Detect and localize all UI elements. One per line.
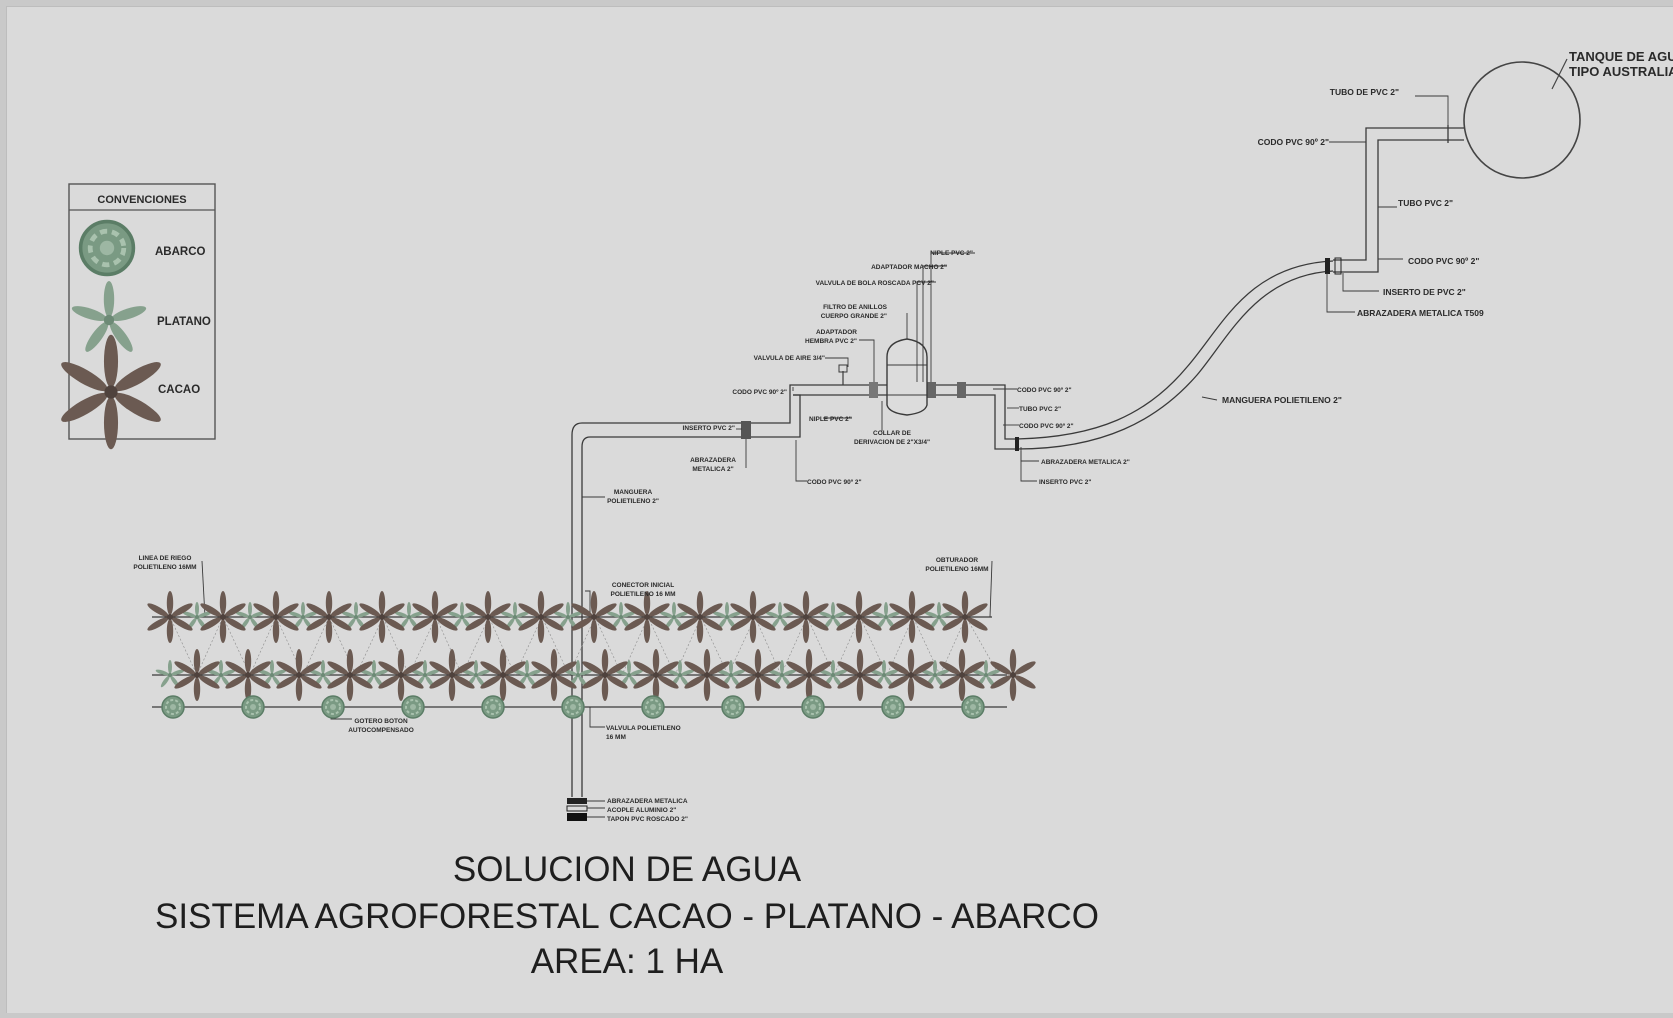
abarco-tree	[801, 695, 825, 719]
fittings	[566, 257, 1342, 821]
title-line-2: SISTEMA AGROFORESTAL CACAO - PLATANO - A…	[155, 897, 1099, 936]
labels: TUBO DE PVC 2" CODO PVC 90º 2" TUBO PVC …	[133, 87, 1484, 823]
legend: CONVENCIONES ABARCO PLATANO CACAO	[57, 183, 216, 450]
leader-lines	[201, 95, 1449, 818]
label-inserto-right-low: INSERTO PVC 2"	[1039, 479, 1091, 486]
label-abrazadera-right: ABRAZADERA METALICA 2"	[1041, 459, 1130, 466]
legend-label-platano: PLATANO	[157, 316, 211, 328]
label-obturador-2: POLIETILENO 16MM	[925, 566, 988, 573]
label-tubo-pvc-vertical: TUBO PVC 2"	[1398, 198, 1453, 208]
label-tubo-right: TUBO PVC 2"	[1019, 406, 1061, 413]
label-valvula-aire: VALVULA DE AIRE 3/4"	[754, 355, 825, 362]
title-line-1: SOLUCION DE AGUA	[452, 850, 802, 889]
abarco-tree	[881, 695, 905, 719]
irrigation-diagram: CONVENCIONES ABARCO PLATANO CACAO TANQUE…	[57, 49, 1673, 823]
label-codo-left-bottom: CODO PVC 90º 2"	[807, 479, 862, 486]
abarco-tree	[481, 695, 505, 719]
label-inserto-right: INSERTO DE PVC 2"	[1383, 287, 1466, 297]
abarco-tree	[241, 695, 265, 719]
label-adaptador-macho: ADAPTADOR MACHO 2"	[871, 264, 947, 271]
title-line-3: AREA: 1 HA	[530, 942, 724, 981]
abarco-tree	[401, 695, 425, 719]
label-codo-right-bottom: CODO PVC 90º 2"	[1019, 423, 1074, 430]
label-abrazadera-left-2: METALICA 2"	[692, 466, 733, 473]
label-adaptador-hembra-1: ADAPTADOR	[816, 329, 857, 336]
label-abrazadera-t509: ABRAZADERA METALICA T509	[1357, 308, 1484, 318]
label-manguera-main: MANGUERA POLIETILENO 2"	[1222, 395, 1342, 405]
label-filtro-2: CUERPO GRANDE 2"	[821, 313, 887, 320]
label-inserto-left: INSERTO PVC 2"	[683, 425, 735, 432]
label-manguera-vertical-2: POLIETILENO 2"	[607, 498, 659, 505]
legend-label-cacao: CACAO	[158, 384, 200, 396]
triangle-guides	[169, 616, 1000, 676]
abarco-tree	[641, 695, 665, 719]
label-abrazadera-bottom: ABRAZADERA METALICA	[607, 798, 688, 805]
label-valvula-poli-2: 16 MM	[606, 734, 626, 741]
label-valvula-bola: VALVULA DE BOLA ROSCADA PCV 2"	[816, 280, 934, 287]
label-codo-right-top: CODO PVC 90º 2"	[1017, 387, 1072, 394]
label-niple-top: NIPLE PVC 2"	[930, 250, 973, 257]
label-acople: ACOPLE ALUMINIO 2"	[607, 807, 676, 814]
water-tank: TANQUE DE AGUA TIPO AUSTRALIANO	[1463, 49, 1673, 179]
label-codo-bottom: CODO PVC 90º 2"	[1408, 256, 1479, 266]
label-abrazadera-left-1: ABRAZADERA	[690, 457, 736, 464]
tank-label-1: TANQUE DE AGUA	[1569, 49, 1673, 64]
abarco-tree	[321, 695, 345, 719]
legend-title: CONVENCIONES	[97, 194, 186, 206]
abarco-tree	[721, 695, 745, 719]
label-adaptador-hembra-2: HEMBRA PVC 2"	[805, 338, 857, 345]
label-gotero-1: GOTERO BOTON	[354, 718, 408, 725]
abarco-tree	[561, 695, 585, 719]
label-conector-1: CONECTOR INICIAL	[612, 582, 674, 589]
label-conector-2: POLIETILENO 16 MM	[610, 591, 675, 598]
abarco-tree	[961, 695, 985, 719]
abarco-tree-icon	[81, 222, 134, 275]
label-gotero-2: AUTOCOMPENSADO	[348, 727, 414, 734]
label-linea-riego-2: POLIETILENO 16MM	[133, 564, 196, 571]
cacao-plant-icon	[57, 334, 165, 450]
label-linea-riego-1: LINEA DE RIEGO	[139, 555, 192, 562]
label-collar-2: DERIVACION DE 2"X3/4"	[854, 439, 930, 446]
legend-label-abarco: ABARCO	[155, 246, 206, 258]
label-obturador-1: OBTURADOR	[936, 557, 979, 564]
ring-filter	[886, 338, 928, 416]
label-manguera-vertical-1: MANGUERA	[614, 489, 653, 496]
label-tapon: TAPON PVC ROSCADO 2"	[607, 816, 688, 823]
label-filtro-1: FILTRO DE ANILLOS	[823, 304, 888, 311]
label-valvula-poli-1: VALVULA POLIETILENO	[606, 725, 681, 732]
label-collar-1: COLLAR DE	[873, 430, 912, 437]
label-codo-top: CODO PVC 90º 2"	[1258, 137, 1329, 147]
label-codo-left-top: CODO PVC 90º 2"	[732, 389, 787, 396]
label-niple-low: NIPLE PVC 2"	[809, 416, 852, 423]
drawing-sheet: CONVENCIONES ABARCO PLATANO CACAO TANQUE…	[6, 6, 1673, 1013]
abarco-tree	[161, 695, 185, 719]
tank-label-2: TIPO AUSTRALIANO	[1569, 64, 1673, 79]
label-tubo-pvc-top: TUBO DE PVC 2"	[1330, 87, 1399, 97]
